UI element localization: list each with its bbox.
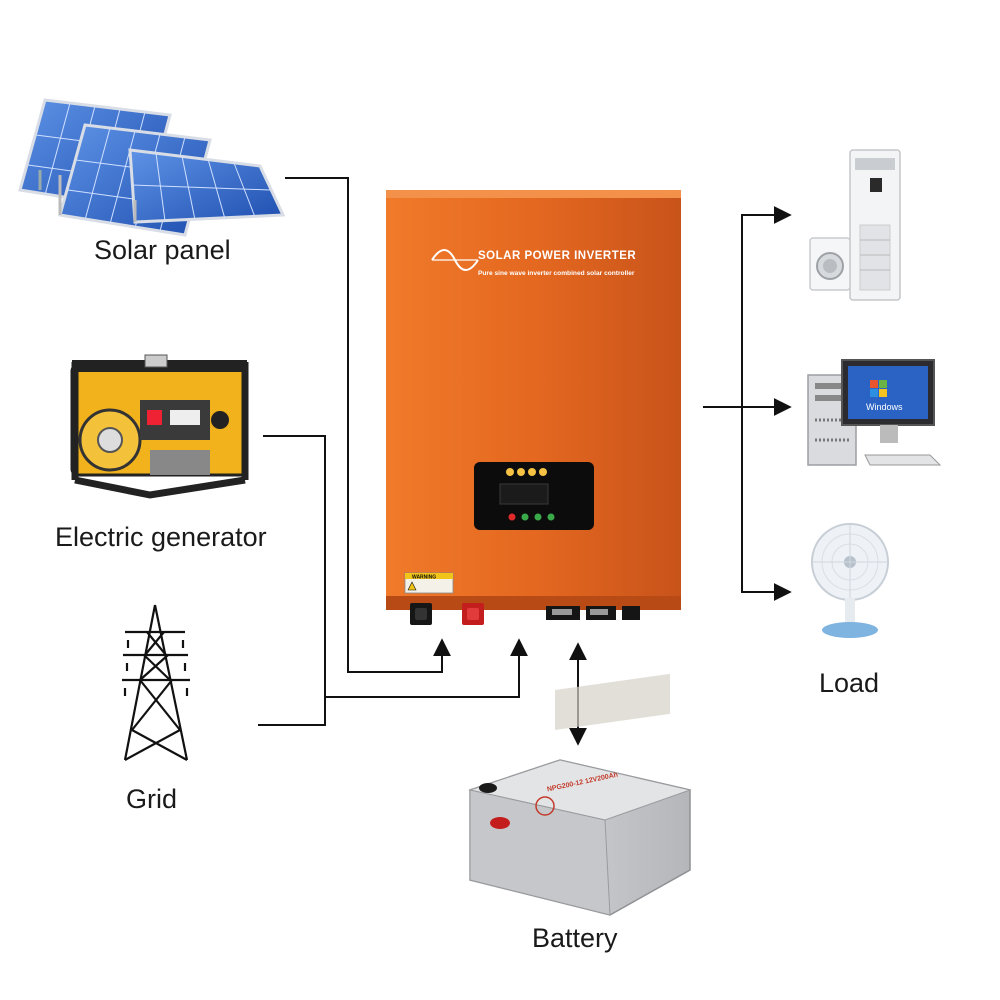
electric-generator-label: Electric generator [55, 522, 267, 552]
inverter-unit: SOLAR POWER INVERTER Pure sine wave inve… [386, 190, 681, 625]
inverter-subtitle: Pure sine wave inverter combined solar c… [478, 270, 635, 277]
grid-label: Grid [126, 784, 177, 814]
battery-label: Battery [532, 923, 618, 953]
control-button [508, 513, 516, 521]
grid-connector [258, 697, 326, 726]
grid-tower-icon [122, 604, 190, 761]
computer-icon: Windows [807, 359, 942, 466]
load-label: Load [819, 668, 879, 698]
solar-panel-label: Solar panel [94, 235, 231, 265]
control-button [547, 513, 555, 521]
control-button [521, 513, 529, 521]
load-bus [741, 214, 790, 593]
indicator-led [506, 468, 514, 476]
control-button [534, 513, 542, 521]
battery-icon: NPG200-12 12V200Ah [468, 673, 692, 916]
connection-lines [258, 177, 792, 746]
windows-logo-icon [870, 380, 878, 388]
solar-panel-icon [18, 98, 286, 237]
indicator-led [539, 468, 547, 476]
battery-label-sticker [555, 673, 670, 730]
ac-port [622, 606, 640, 620]
warning-text: WARNING [412, 575, 436, 581]
washing-machine-icon [809, 237, 851, 291]
lcd-screen [499, 483, 549, 505]
indicator-led [517, 468, 525, 476]
solar-connector [285, 177, 451, 673]
electric-generator-icon [70, 354, 249, 499]
os-name: Windows [866, 402, 903, 412]
fan-icon [811, 523, 889, 638]
inverter-title: SOLAR POWER INVERTER [478, 250, 636, 262]
air-conditioner-icon [849, 149, 901, 301]
indicator-led [528, 468, 536, 476]
